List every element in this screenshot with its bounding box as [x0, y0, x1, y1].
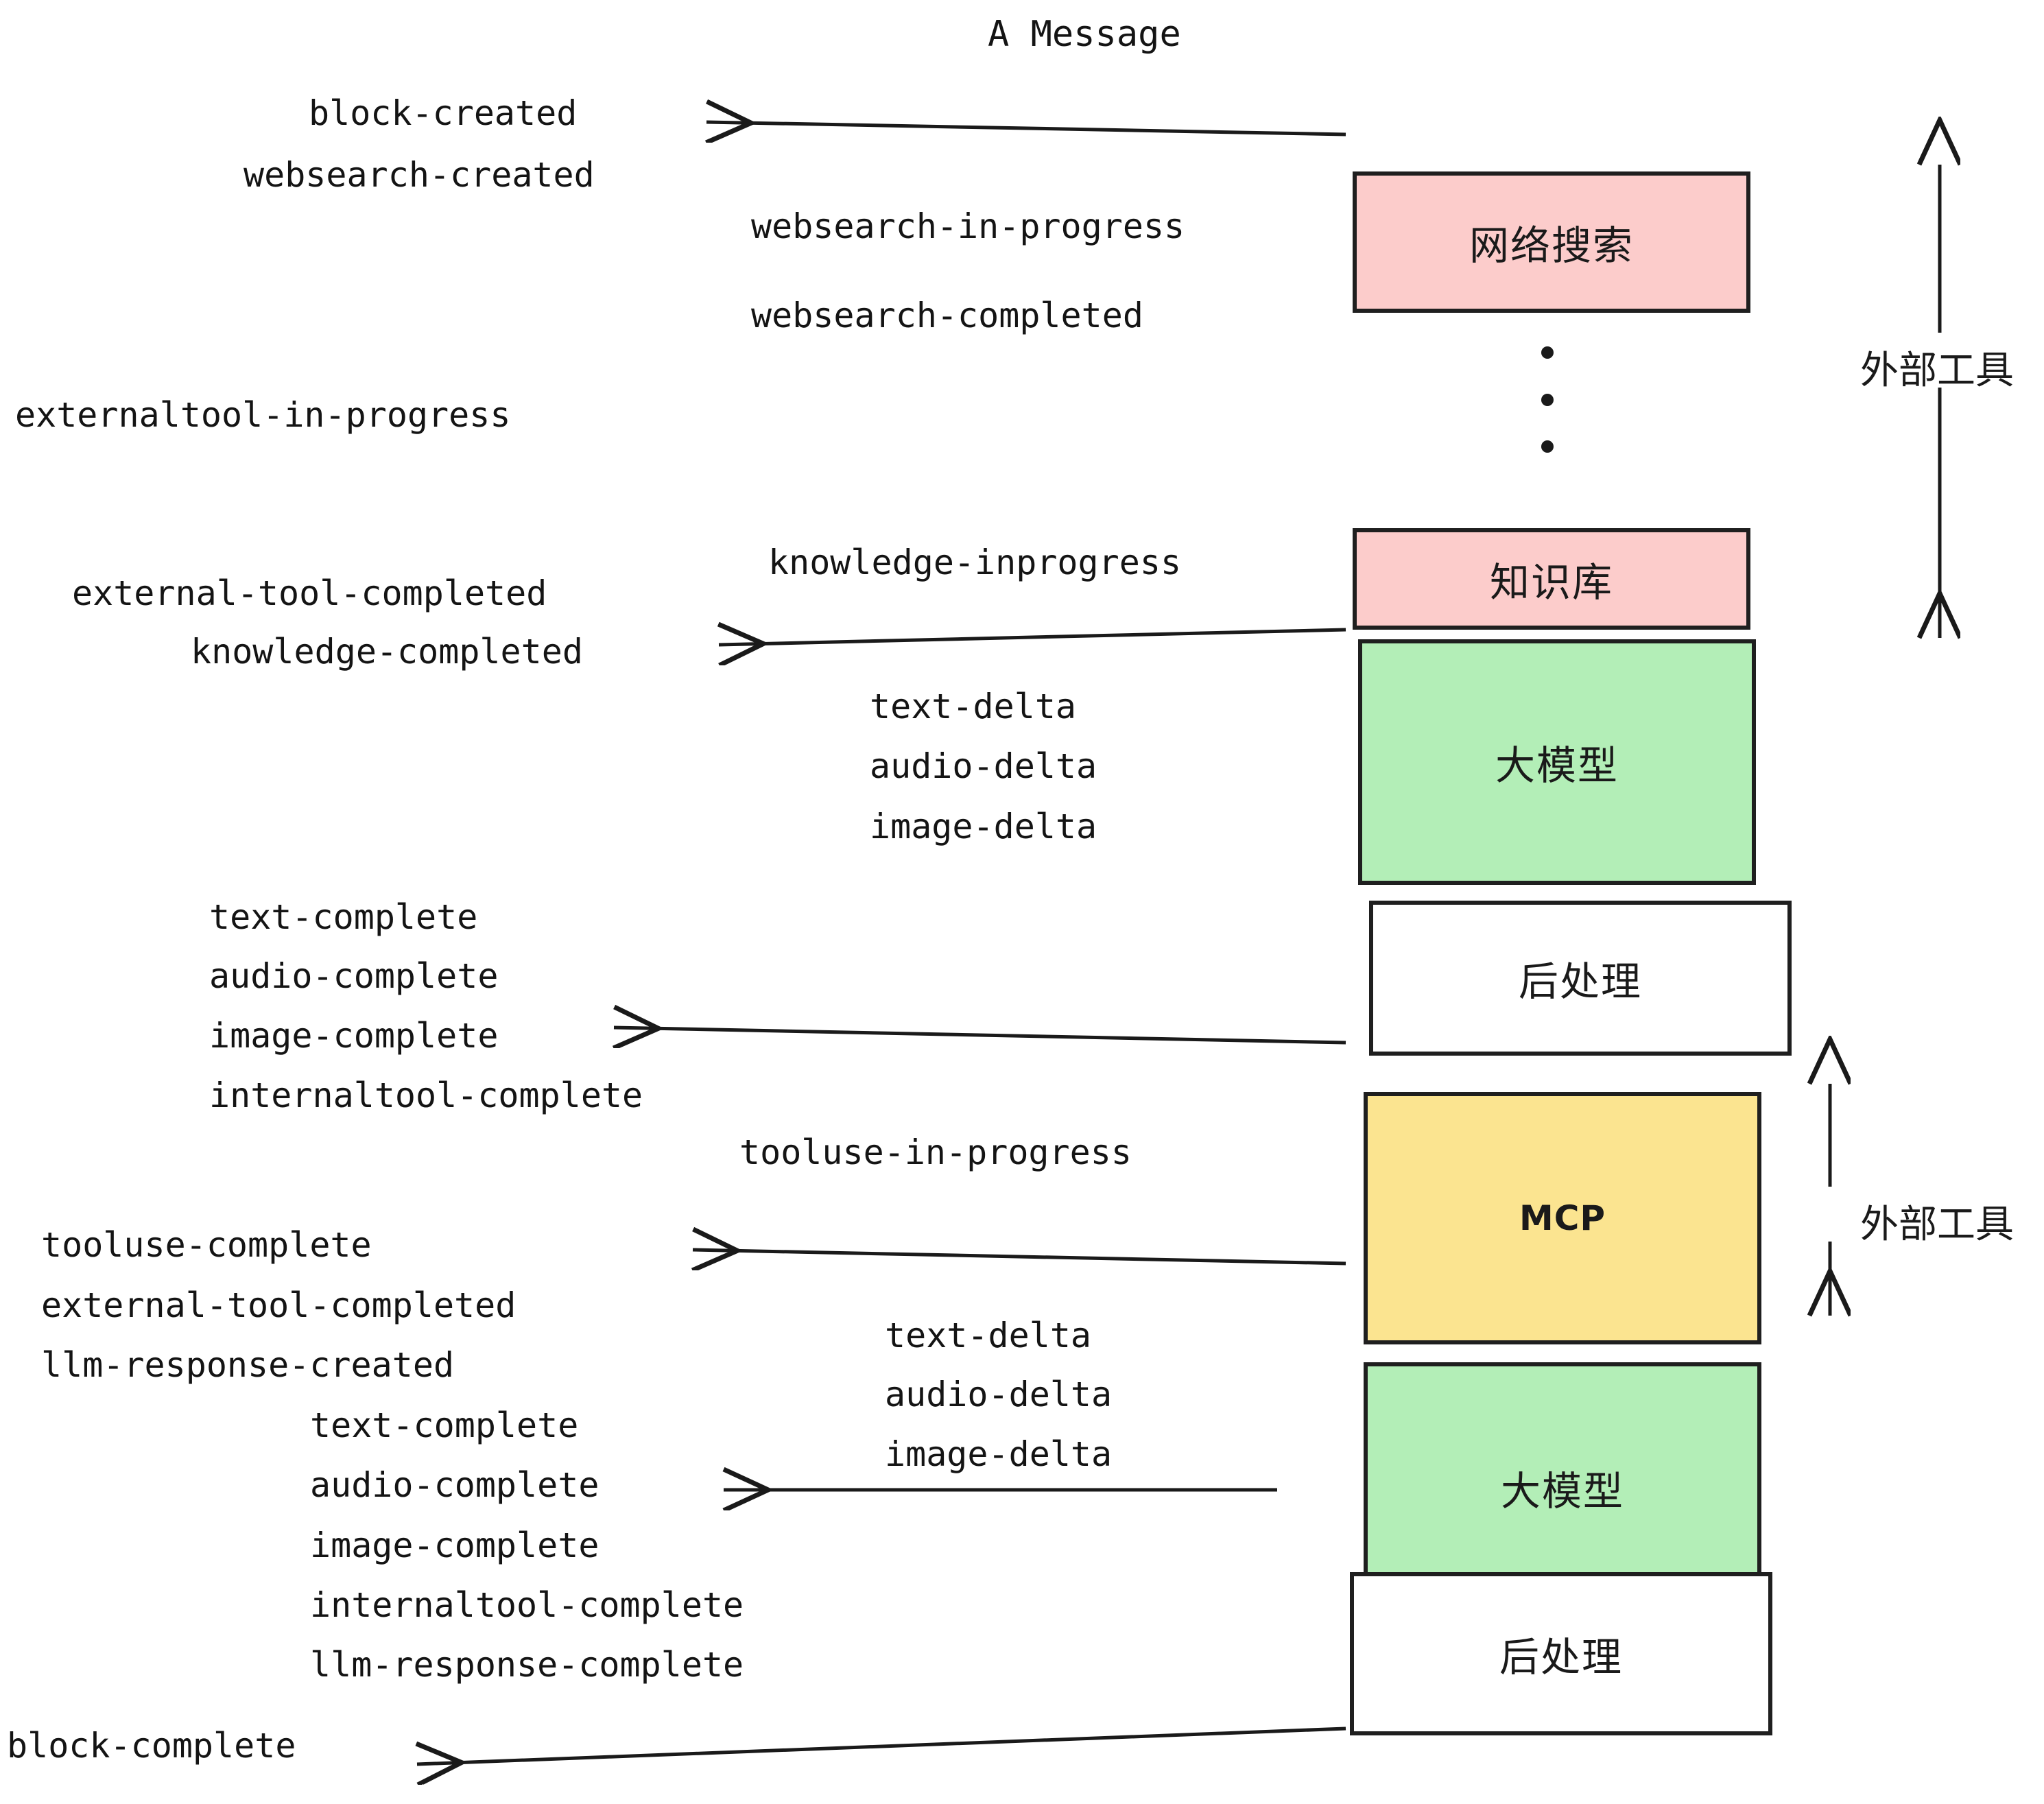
- arrow-image-complete: [614, 1028, 1346, 1043]
- event-label-image-delta-2: image-delta: [885, 1434, 1113, 1474]
- event-label-audio-delta-1: audio-delta: [870, 746, 1097, 786]
- node-label: 后处理: [1518, 958, 1642, 1005]
- arrow-tooluse-complete: [693, 1250, 1346, 1263]
- node-postprocess-top: 后处理: [1369, 901, 1792, 1056]
- node-postprocess-bottom: 后处理: [1350, 1572, 1772, 1735]
- event-label-external-tool-completed-1: external-tool-completed: [72, 573, 547, 613]
- event-label-audio-complete-1: audio-complete: [209, 956, 499, 996]
- event-label-text-complete-1: text-complete: [209, 897, 478, 937]
- side-annotation-external-tool-bottom: 外部工具: [1860, 1202, 2014, 1247]
- event-label-block-complete: block-complete: [7, 1726, 296, 1766]
- event-label-image-complete-2: image-complete: [310, 1526, 599, 1565]
- event-label-text-delta-1: text-delta: [870, 687, 1077, 726]
- event-label-image-delta-1: image-delta: [870, 807, 1097, 846]
- arrow-block-complete: [417, 1726, 1346, 1764]
- event-label-llm-response-complete: llm-response-complete: [310, 1645, 744, 1685]
- range-arrow-gap: [1803, 1187, 1857, 1242]
- event-label-audio-complete-2: audio-complete: [310, 1465, 599, 1505]
- event-label-internaltool-complete-2: internaltool-complete: [310, 1585, 744, 1625]
- node-websearch: 网络搜索: [1353, 171, 1750, 313]
- event-label-websearch-created: websearch-created: [243, 155, 595, 195]
- node-label: 后处理: [1499, 1634, 1623, 1681]
- event-label-websearch-completed: websearch-completed: [751, 296, 1143, 335]
- event-label-text-complete-2: text-complete: [310, 1405, 579, 1445]
- event-label-tooluse-in-progress: tooluse-in-progress: [739, 1132, 1132, 1172]
- vertical-ellipsis-icon: [1541, 346, 1554, 453]
- event-label-tooluse-complete: tooluse-complete: [41, 1225, 372, 1265]
- event-label-image-complete-1: image-complete: [209, 1016, 499, 1056]
- page-title: A Message: [988, 14, 1181, 55]
- node-mcp: MCP: [1364, 1092, 1761, 1344]
- arrow-knowledge-completed: [719, 630, 1346, 645]
- side-annotation-external-tool-top: 外部工具: [1860, 348, 2014, 393]
- node-label: 大模型: [1495, 742, 1619, 789]
- event-label-websearch-in-progress: websearch-in-progress: [751, 206, 1185, 246]
- event-label-externaltool-in-progress: externaltool-in-progress: [15, 395, 511, 435]
- node-label: 知识库: [1489, 559, 1613, 606]
- event-label-external-tool-completed-2: external-tool-completed: [41, 1285, 516, 1325]
- event-label-knowledge-inprogress: knowledge-inprogress: [768, 543, 1182, 582]
- event-label-audio-delta-2: audio-delta: [885, 1375, 1113, 1414]
- event-label-text-delta-2: text-delta: [885, 1316, 1092, 1355]
- event-label-knowledge-completed: knowledge-completed: [191, 632, 583, 672]
- node-knowledge: 知识库: [1353, 528, 1750, 630]
- node-llm-top: 大模型: [1358, 639, 1756, 885]
- node-llm-bottom: 大模型: [1364, 1362, 1761, 1613]
- node-label: MCP: [1519, 1198, 1606, 1238]
- node-label: 大模型: [1500, 1468, 1624, 1515]
- event-label-internaltool-complete-1: internaltool-complete: [209, 1076, 643, 1115]
- node-label: 网络搜索: [1469, 222, 1634, 269]
- arrow-block-created: [706, 122, 1346, 134]
- event-label-llm-response-created: llm-response-created: [41, 1345, 455, 1385]
- event-label-block-created: block-created: [309, 93, 578, 133]
